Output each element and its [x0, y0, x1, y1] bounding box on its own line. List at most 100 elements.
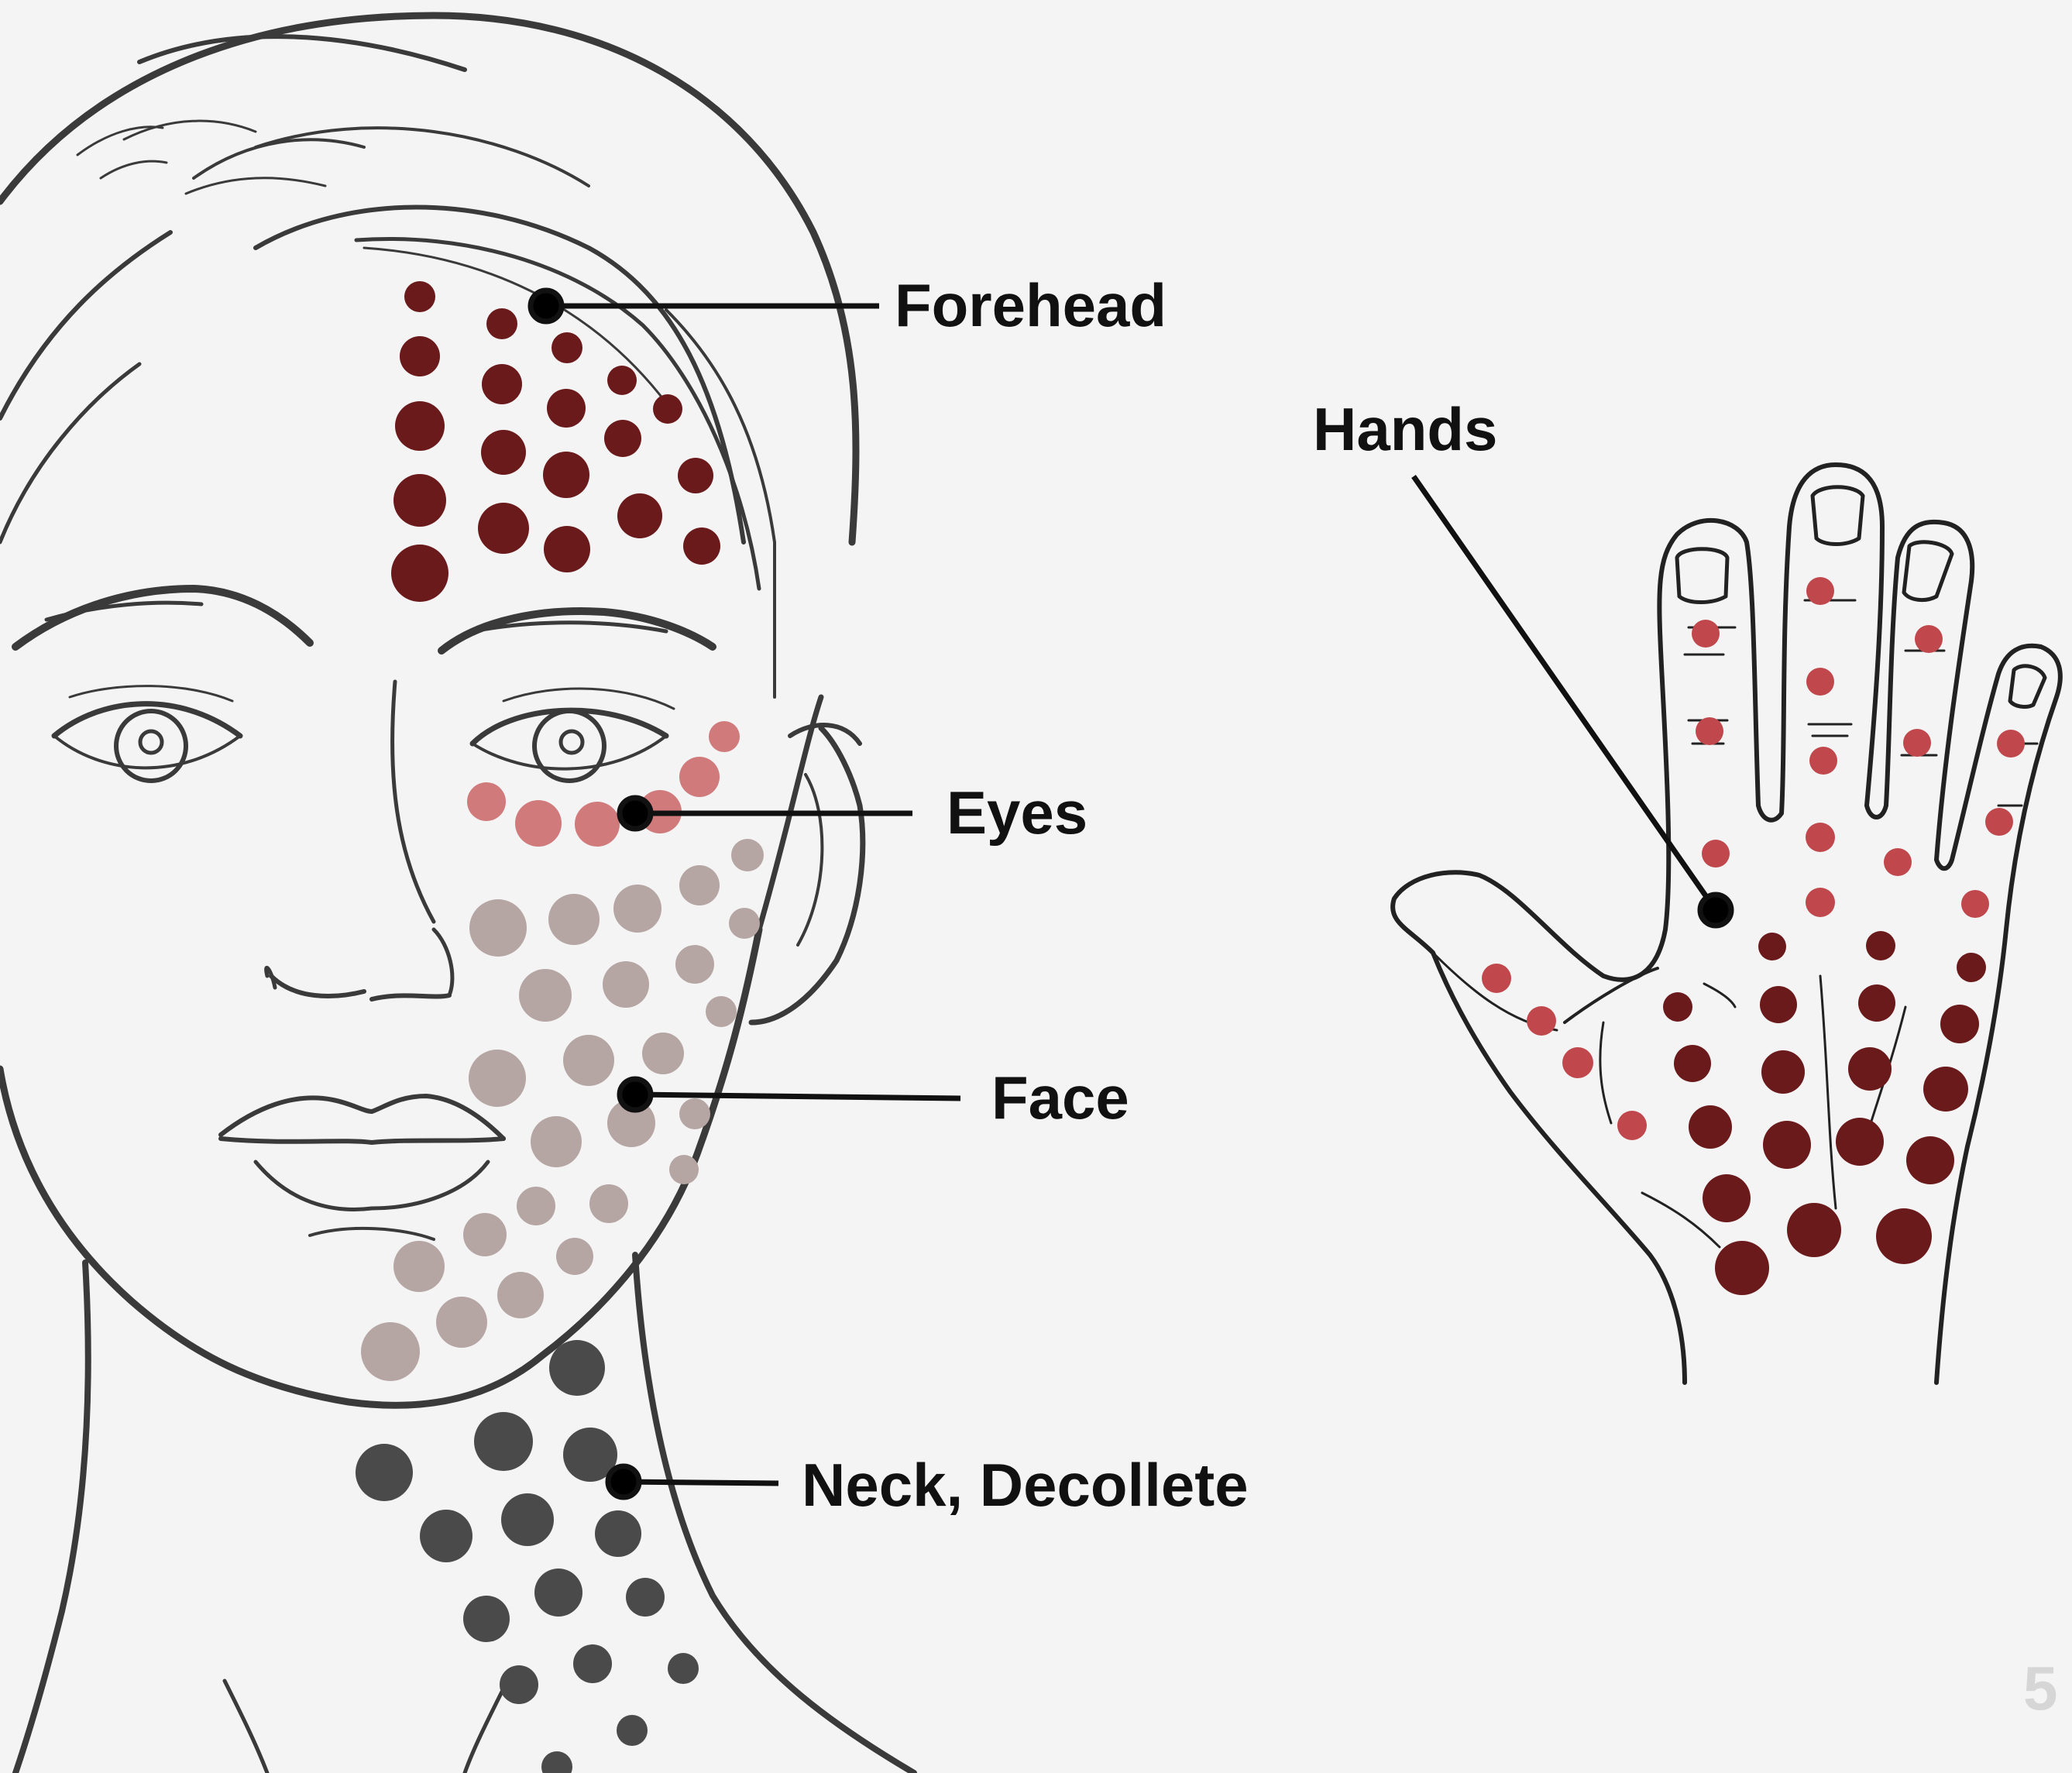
eye-dot	[575, 802, 620, 847]
forehead-dot	[604, 420, 641, 457]
forehead-dot	[544, 526, 590, 572]
hand-palm-dot	[1763, 1121, 1811, 1169]
hand-finger-dot	[1809, 747, 1837, 775]
forehead-dot	[400, 336, 440, 376]
neck-decollete-label: Neck, Decollete	[802, 1455, 1249, 1515]
forehead-dot	[391, 545, 448, 602]
hand-palm-dot	[1876, 1208, 1932, 1264]
hand-palm-dot	[1761, 1050, 1805, 1094]
hand-finger-dot	[1806, 577, 1834, 605]
face-dot	[556, 1238, 593, 1275]
hand-finger-dot	[1806, 668, 1834, 696]
hand-finger-dot	[1696, 717, 1723, 745]
forehead-dot	[552, 332, 582, 363]
face-dot	[706, 996, 737, 1027]
neck-dot	[356, 1444, 413, 1501]
eye-dot	[467, 782, 506, 821]
eye-dot	[515, 800, 562, 847]
forehead-dot	[482, 364, 522, 404]
neck-dot	[501, 1493, 554, 1546]
hand-finger-dot	[1903, 729, 1931, 757]
face-outline-icon	[0, 15, 914, 1773]
neck-dot	[573, 1644, 612, 1683]
face-dots	[361, 839, 764, 1381]
hand-palm-dot	[1715, 1241, 1769, 1295]
forehead-dot	[678, 458, 713, 493]
forehead-dot	[683, 527, 720, 565]
hands-marker-dot	[1700, 895, 1731, 926]
hand-finger-dot	[1997, 730, 2025, 758]
hands-label: Hands	[1313, 399, 1497, 459]
neck-dot	[474, 1412, 533, 1471]
forehead-dot	[607, 366, 637, 395]
face-dot	[675, 945, 714, 984]
face-leader-line	[635, 1094, 960, 1098]
neck-dot	[626, 1578, 665, 1617]
face-dot	[469, 899, 527, 957]
hand-finger-dot	[1806, 888, 1835, 917]
hand-finger-dot	[1961, 890, 1989, 918]
forehead-dot	[547, 389, 586, 428]
neck-dot	[668, 1653, 699, 1684]
forehead-dots	[391, 281, 720, 602]
eye-dot	[679, 757, 720, 797]
forehead-marker-dot	[531, 290, 562, 321]
hand-palm-dot	[1836, 1118, 1884, 1166]
forehead-label: Forehead	[895, 275, 1167, 335]
face-dot	[548, 894, 600, 945]
hand-finger-dot	[1692, 620, 1720, 648]
forehead-dot	[617, 493, 662, 538]
face-dot	[589, 1184, 628, 1223]
face-dot	[679, 1098, 710, 1129]
face-marker-dot	[620, 1079, 651, 1110]
hand-palm-dot	[1674, 1045, 1711, 1082]
neck-dot	[595, 1510, 641, 1557]
eyes-marker-dot	[620, 798, 651, 829]
face-dot	[519, 969, 572, 1022]
face-dot	[729, 908, 760, 939]
forehead-dot	[653, 394, 682, 424]
hand-finger-dot	[1806, 823, 1835, 852]
forehead-dot	[478, 503, 529, 554]
face-dot	[613, 885, 661, 933]
neck-dot	[549, 1340, 605, 1396]
neck-dot	[534, 1569, 582, 1617]
hand-palm-dot	[1758, 933, 1786, 960]
hand-palm-dot	[1663, 992, 1692, 1022]
hand-finger-dot	[1527, 1006, 1556, 1036]
neck-leader-line	[624, 1482, 778, 1483]
face-dot	[731, 839, 764, 871]
face-dot	[469, 1050, 526, 1107]
face-dot	[531, 1116, 582, 1167]
face-label: Face	[991, 1067, 1129, 1128]
eye-dot	[709, 721, 740, 752]
face-dot	[463, 1213, 507, 1256]
hand-palm-dot	[1940, 1005, 1979, 1043]
face-dot	[642, 1033, 684, 1074]
forehead-dot	[404, 281, 435, 312]
neck-marker-dot	[608, 1466, 639, 1497]
hand-finger-dot	[1702, 840, 1730, 868]
face-dot	[669, 1155, 699, 1184]
hand-finger-dot	[1562, 1047, 1593, 1078]
hand-palm-dot	[1906, 1136, 1954, 1184]
page-number: 5	[2023, 1658, 2058, 1720]
hand-palm-dot	[1957, 953, 1986, 982]
hand-finger-dot	[1617, 1111, 1647, 1140]
face-dot	[517, 1187, 555, 1225]
face-dot	[393, 1241, 445, 1292]
face-dot	[603, 961, 649, 1008]
face-dot	[563, 1035, 614, 1086]
neck-dot	[541, 1751, 572, 1773]
hand-finger-dot	[1482, 964, 1511, 993]
forehead-dot	[481, 430, 526, 475]
hand-palm-dot	[1760, 986, 1797, 1023]
face-dot	[436, 1297, 487, 1348]
hand-palm-dot	[1858, 984, 1895, 1022]
forehead-dot	[543, 452, 589, 498]
forehead-dot	[393, 474, 446, 527]
face-dot	[361, 1322, 420, 1381]
hand-finger-dot	[1985, 808, 2013, 836]
eyes-label: Eyes	[947, 782, 1088, 843]
hand-palm-dot	[1703, 1174, 1751, 1222]
